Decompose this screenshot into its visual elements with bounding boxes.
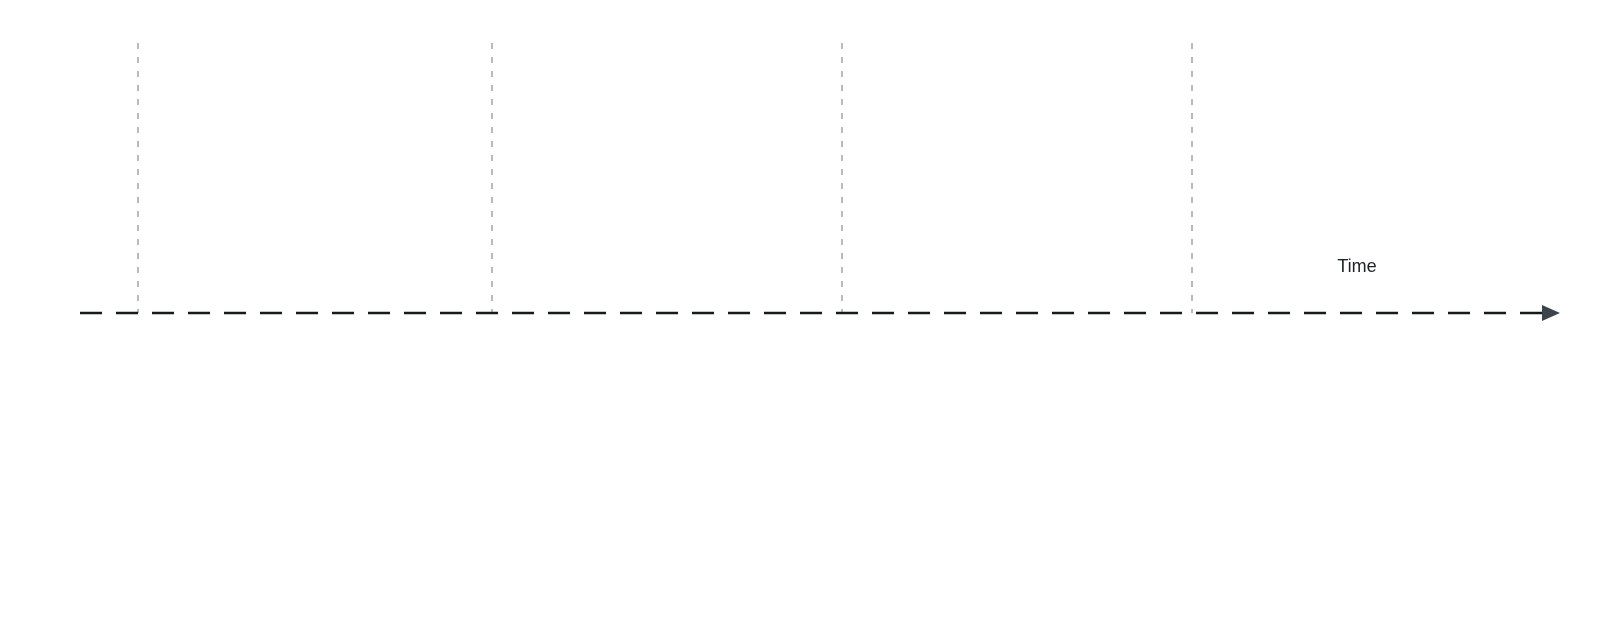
- timeline-ticks: [137, 43, 1193, 313]
- time-axis-arrowhead: [1542, 305, 1560, 321]
- time-axis-label: Time: [1337, 256, 1376, 276]
- time-axis: Time: [80, 256, 1560, 321]
